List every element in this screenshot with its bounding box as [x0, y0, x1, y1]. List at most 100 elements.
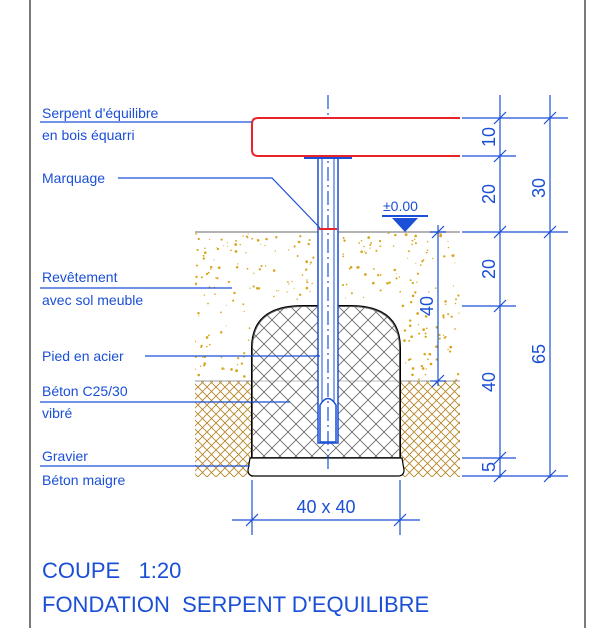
label-beam-line2: en bois équarri [42, 127, 135, 143]
sand-grain [301, 274, 304, 276]
dim-block-size: 40 x 40 [296, 497, 355, 517]
sand-grain [195, 264, 198, 267]
sand-grain [197, 237, 200, 241]
sand-grain [205, 272, 208, 276]
sand-grain [435, 345, 438, 349]
sand-grain [349, 265, 353, 269]
sand-grain [411, 367, 415, 370]
sand-grain [456, 373, 460, 376]
sand-grain [278, 290, 280, 292]
sand-grain [372, 281, 375, 285]
sand-grain [202, 257, 205, 260]
sand-grain [215, 277, 217, 279]
sand-grain [208, 343, 211, 346]
sand-grain [245, 252, 247, 254]
sand-grain [448, 350, 452, 353]
sand-grain [396, 273, 398, 275]
sand-grain [235, 265, 239, 269]
sand-grain [312, 256, 315, 259]
drawing-title: FONDATION SERPENT D'EQUILIBRE [42, 592, 429, 617]
sand-grain [220, 311, 222, 314]
sand-grain [255, 287, 259, 290]
sand-grain [424, 332, 427, 335]
sand-grain [343, 239, 346, 242]
sand-grain [345, 283, 348, 286]
sand-grain [409, 279, 412, 282]
dimension-embed [430, 225, 446, 388]
sand-grain [455, 298, 457, 301]
sand-grain [447, 348, 449, 351]
sand-grain [273, 295, 275, 298]
sand-grain [419, 264, 422, 266]
sand-grain [457, 294, 460, 297]
label-concrete-line2: vibré [42, 405, 73, 421]
sand-grain [251, 237, 254, 240]
sand-grain [195, 233, 197, 235]
section-title: COUPE 1:20 [42, 558, 181, 583]
sand-grain [408, 324, 412, 328]
sand-grain [217, 266, 221, 270]
sand-grain [206, 345, 208, 348]
dimension-chain-inner [462, 95, 516, 483]
label-beam-line1: Serpent d'équilibre [42, 105, 159, 121]
sand-grain [458, 312, 460, 314]
sand-grain [195, 368, 196, 371]
sand-grain [296, 298, 298, 300]
sand-grain [308, 238, 311, 242]
sand-grain [297, 240, 301, 244]
sand-grain [287, 281, 289, 283]
sand-grain [237, 263, 239, 265]
sand-grain [260, 243, 262, 245]
sand-grain [442, 314, 445, 317]
sand-grain [375, 249, 378, 252]
sand-grain [379, 274, 382, 276]
sand-grain [230, 368, 233, 371]
dim-soil-layer: 20 [479, 259, 499, 279]
sand-grain [447, 240, 449, 242]
sand-grain [291, 280, 293, 283]
sand-grain [411, 294, 415, 298]
sand-grain [443, 336, 447, 339]
sand-grain [225, 325, 227, 327]
sand-grain [200, 345, 203, 349]
sand-grain [422, 328, 426, 331]
sand-grain [220, 356, 223, 359]
sand-grain [424, 335, 427, 338]
label-covering-line1: Revêtement [42, 269, 118, 285]
sand-grain [233, 291, 236, 295]
sand-grain [434, 287, 437, 289]
sand-grain [452, 285, 454, 287]
sand-grain [348, 267, 351, 270]
sand-grain [407, 257, 409, 259]
sand-grain [409, 300, 413, 304]
sand-grain [307, 242, 310, 246]
sand-grain [202, 254, 205, 257]
sand-grain [372, 268, 375, 270]
sand-grain [411, 373, 414, 377]
sand-grain [358, 242, 361, 244]
sand-grain [407, 358, 410, 361]
sand-grain [203, 294, 205, 296]
label-lean-concrete: Béton maigre [42, 472, 125, 488]
sand-grain [447, 313, 450, 316]
sand-grain [299, 235, 302, 238]
sand-grain [245, 235, 248, 238]
sand-grain [363, 245, 365, 248]
sand-grain [428, 291, 430, 293]
dim-below-ground-total: 65 [529, 344, 549, 364]
sand-grain [305, 268, 308, 271]
sand-grain [234, 250, 238, 253]
lean-concrete-base [247, 457, 405, 477]
sand-grain [398, 276, 401, 278]
sand-grain [377, 274, 380, 277]
sand-grain [394, 233, 397, 237]
sand-grain [350, 292, 353, 295]
sand-grain [264, 244, 266, 247]
sand-grain [243, 310, 245, 312]
sand-grain [309, 261, 312, 264]
sand-grain [253, 272, 255, 274]
dim-beam-height: 10 [479, 127, 499, 147]
sand-grain [363, 273, 367, 276]
sand-grain [416, 281, 418, 283]
sand-grain [265, 237, 268, 241]
